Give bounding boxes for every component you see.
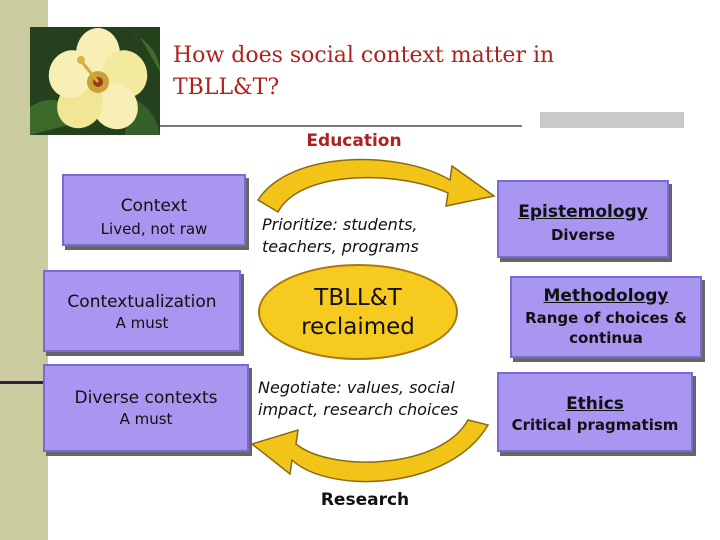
epistemology-sub: Diverse — [550, 226, 616, 244]
ethics-box: Ethics Critical pragmatism — [497, 372, 693, 452]
methodology-box: Methodology Range of choices & continua — [510, 276, 702, 358]
title-accent-block — [540, 112, 684, 128]
epistemology-heading: Epistemology — [518, 202, 648, 222]
title-line-2: TBLL&T? — [173, 75, 280, 100]
contextualization-box: Contextualization A must — [43, 270, 241, 352]
title-underline — [160, 125, 522, 127]
ethics-sub: Critical pragmatism — [511, 416, 679, 434]
context-box: Context Lived, not raw — [62, 174, 246, 246]
diverse-contexts-box: Diverse contexts A must — [43, 364, 249, 452]
hibiscus-flower-image — [30, 27, 160, 135]
methodology-heading: Methodology — [543, 286, 669, 306]
contextualization-heading: Contextualization — [67, 292, 217, 312]
slide-title: How does social context matter in TBLL&T… — [173, 40, 653, 104]
ellipse-line-1: TBLL&T — [314, 285, 402, 311]
research-label: Research — [320, 490, 410, 510]
context-sub: Lived, not raw — [100, 220, 208, 238]
diverse-contexts-sub: A must — [119, 410, 173, 428]
education-label: Education — [306, 131, 402, 151]
prioritize-text: Prioritize: students, teachers, programs — [262, 215, 419, 256]
diverse-contexts-heading: Diverse contexts — [74, 388, 218, 408]
contextualization-sub: A must — [115, 314, 169, 332]
bottom-cycle-arrow — [250, 419, 490, 483]
ellipse-line-2: reclaimed — [301, 314, 415, 340]
tbllt-reclaimed-ellipse: TBLL&T reclaimed — [258, 264, 458, 360]
ethics-heading: Ethics — [566, 394, 624, 414]
methodology-sub-line-1: Range of choices & — [525, 309, 687, 327]
negotiate-text: Negotiate: values, social impact, resear… — [258, 378, 459, 419]
title-line-1: How does social context matter in — [173, 43, 555, 68]
accent-divider — [0, 381, 48, 384]
epistemology-box: Epistemology Diverse — [497, 180, 669, 258]
methodology-sub-line-2: continua — [569, 329, 643, 347]
context-heading: Context — [120, 196, 188, 216]
top-cycle-arrow — [256, 158, 496, 214]
